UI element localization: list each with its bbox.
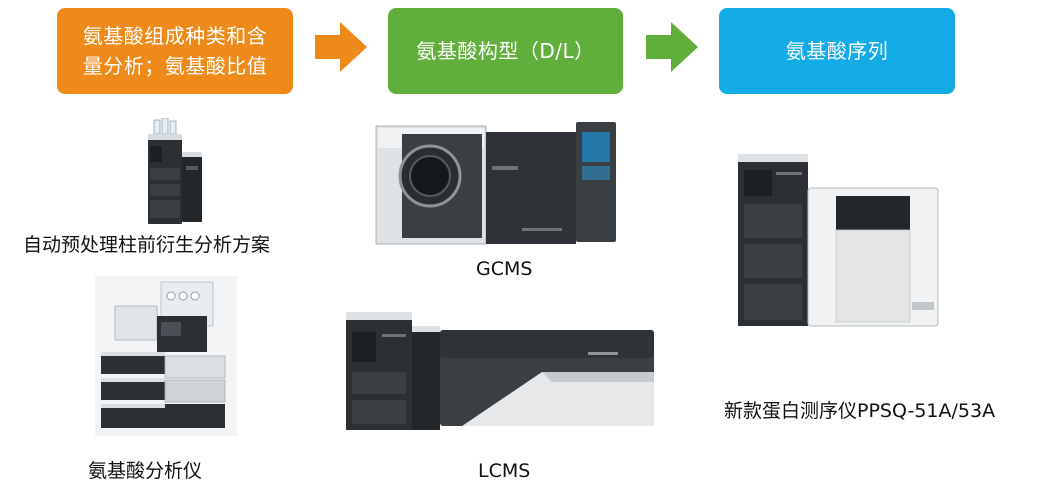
step-composition-analysis: 氨基酸组成种类和含 量分析；氨基酸比值 bbox=[57, 8, 293, 94]
step-sequence-label: 氨基酸序列 bbox=[785, 39, 889, 63]
amino-acid-analyzer-icon bbox=[95, 276, 237, 436]
step-composition-label: 氨基酸组成种类和含 量分析；氨基酸比值 bbox=[82, 24, 268, 78]
arrow-right-icon bbox=[646, 22, 698, 72]
gcms-instrument-icon bbox=[375, 122, 616, 245]
caption-gcms: GCMS bbox=[476, 258, 533, 280]
caption-ppsq: 新款蛋白测序仪PPSQ-51A/53A bbox=[724, 400, 996, 422]
step-configuration-label: 氨基酸构型（D/L） bbox=[416, 39, 595, 63]
caption-amino-acid-analyzer: 氨基酸分析仪 bbox=[88, 460, 203, 482]
lcms-instrument-icon bbox=[346, 312, 654, 430]
arrow-right-icon bbox=[315, 22, 367, 72]
caption-lcms: LCMS bbox=[478, 460, 531, 482]
step-configuration: 氨基酸构型（D/L） bbox=[388, 8, 623, 94]
caption-auto-pretreatment: 自动预处理柱前衍生分析方案 bbox=[23, 234, 271, 256]
hplc-tower-icon bbox=[148, 118, 202, 224]
arrow-shape bbox=[646, 22, 698, 72]
step-sequence: 氨基酸序列 bbox=[719, 8, 955, 94]
protein-sequencer-icon bbox=[738, 154, 939, 327]
arrow-shape bbox=[315, 22, 367, 72]
